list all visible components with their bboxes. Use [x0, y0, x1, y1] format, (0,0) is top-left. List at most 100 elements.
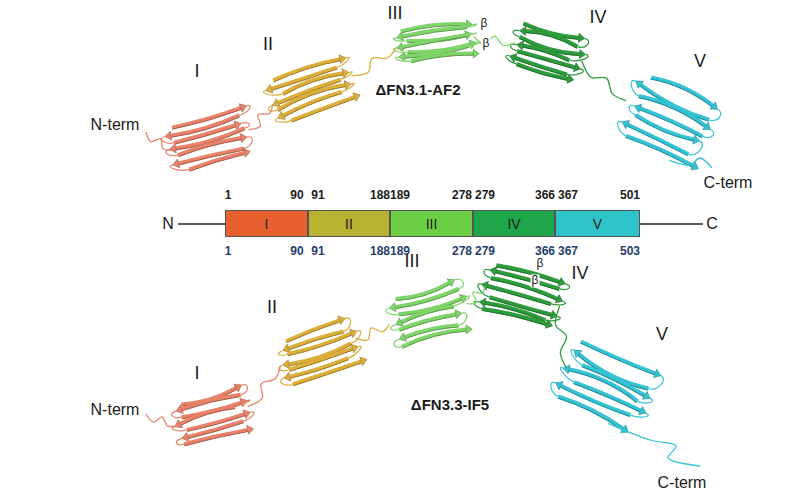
strand-shade [179, 147, 245, 167]
strand-shade [293, 361, 361, 388]
strand-arrowhead [398, 333, 407, 343]
residue-number: 90 [290, 189, 303, 202]
residue-number: 278 [452, 189, 472, 202]
residue-number: 1 [225, 245, 232, 258]
loop [578, 37, 590, 49]
strand-shade [489, 299, 551, 317]
residue-number: 91 [311, 245, 324, 258]
loop [456, 312, 469, 325]
structure-label: I [194, 364, 199, 384]
c-terminal-tail [669, 158, 712, 168]
loop [280, 376, 293, 388]
loop [339, 317, 353, 331]
loop [637, 394, 653, 407]
structure-label: β [531, 274, 540, 287]
loop [242, 136, 254, 149]
strand-arrowhead [691, 135, 701, 146]
loop [545, 314, 560, 324]
strand-shade [625, 135, 692, 168]
beta-strand [188, 153, 244, 170]
residue-number: 501 [620, 189, 640, 202]
loop [557, 367, 577, 382]
strand-arrowhead [478, 297, 487, 307]
residue-number: 91 [311, 189, 324, 202]
strand-shade [189, 154, 245, 171]
domain-segment: III [390, 210, 473, 237]
c-terminal-line [640, 223, 703, 225]
strand-arrowhead [164, 131, 173, 141]
loop [172, 424, 187, 434]
structure-label: II [267, 298, 277, 318]
beta-strand [278, 79, 341, 103]
strand-arrowhead [558, 277, 566, 287]
linker-loop [249, 104, 273, 129]
strand-arrowhead [653, 369, 663, 380]
structure-label: β [536, 257, 545, 270]
loop [241, 121, 250, 128]
loop [567, 66, 584, 78]
residue-number: 503 [620, 245, 640, 258]
domain-ribbon [381, 274, 479, 352]
structure-label: IV [571, 264, 588, 284]
loop [469, 42, 481, 46]
loop [176, 438, 184, 446]
domain-ribbon [472, 257, 572, 331]
structure-label: III [387, 4, 402, 24]
domain-ribbon [158, 101, 263, 177]
loop [630, 408, 648, 422]
domain-numeral: I [265, 216, 269, 232]
residue-number: 367 [558, 189, 578, 202]
linker-loop [146, 132, 171, 150]
domain-ribbon [545, 331, 668, 440]
structure-label: V [656, 325, 668, 345]
loop [627, 80, 644, 97]
domain-ribbon [503, 17, 593, 87]
residue-number: 366 [535, 189, 555, 202]
loop [237, 105, 252, 115]
structure-label: V [694, 52, 706, 72]
loop [703, 128, 715, 140]
beta-strand [626, 134, 693, 167]
strand-arrowhead [639, 406, 648, 417]
loop [512, 29, 521, 37]
strand-arrowhead [577, 33, 586, 43]
residue-number: 90 [290, 245, 303, 258]
strand-shade [402, 328, 467, 348]
residue-number: 188 [370, 189, 390, 202]
loop [709, 108, 722, 123]
strand-arrowhead [239, 132, 248, 142]
strand-arrowhead [516, 40, 525, 50]
structure-label: β [480, 17, 489, 30]
linker-loop [356, 324, 390, 340]
strand-shade [292, 99, 356, 123]
residue-number: 279 [475, 189, 495, 202]
structure-label: I [194, 62, 199, 82]
strand-arrowhead [172, 159, 180, 169]
loop [547, 381, 563, 396]
loop [170, 161, 189, 174]
loop [346, 345, 364, 358]
beta-strand [402, 35, 468, 47]
strand-arrowhead [360, 355, 369, 366]
linker-loop [248, 366, 281, 407]
loop [649, 373, 665, 393]
structure-label: C [706, 215, 718, 233]
strand-arrowhead [338, 314, 347, 325]
beta-strand [517, 51, 575, 67]
strand-shade [411, 52, 473, 64]
residue-number: 1 [225, 189, 232, 202]
residue-number: 278 [452, 245, 472, 258]
structure-label: C-term [658, 474, 707, 492]
domain-numeral: V [593, 216, 602, 232]
loop [238, 384, 249, 395]
strand-arrowhead [394, 317, 403, 327]
loop [467, 33, 476, 35]
structure-label: N [162, 215, 174, 233]
strand-shade [277, 83, 346, 111]
domain-ribbon [266, 311, 372, 394]
residue-number: 279 [475, 245, 495, 258]
strand-arrowhead [243, 147, 251, 157]
strand-arrowhead [703, 122, 713, 133]
domain-segment: I [225, 210, 308, 237]
loop [473, 301, 484, 309]
